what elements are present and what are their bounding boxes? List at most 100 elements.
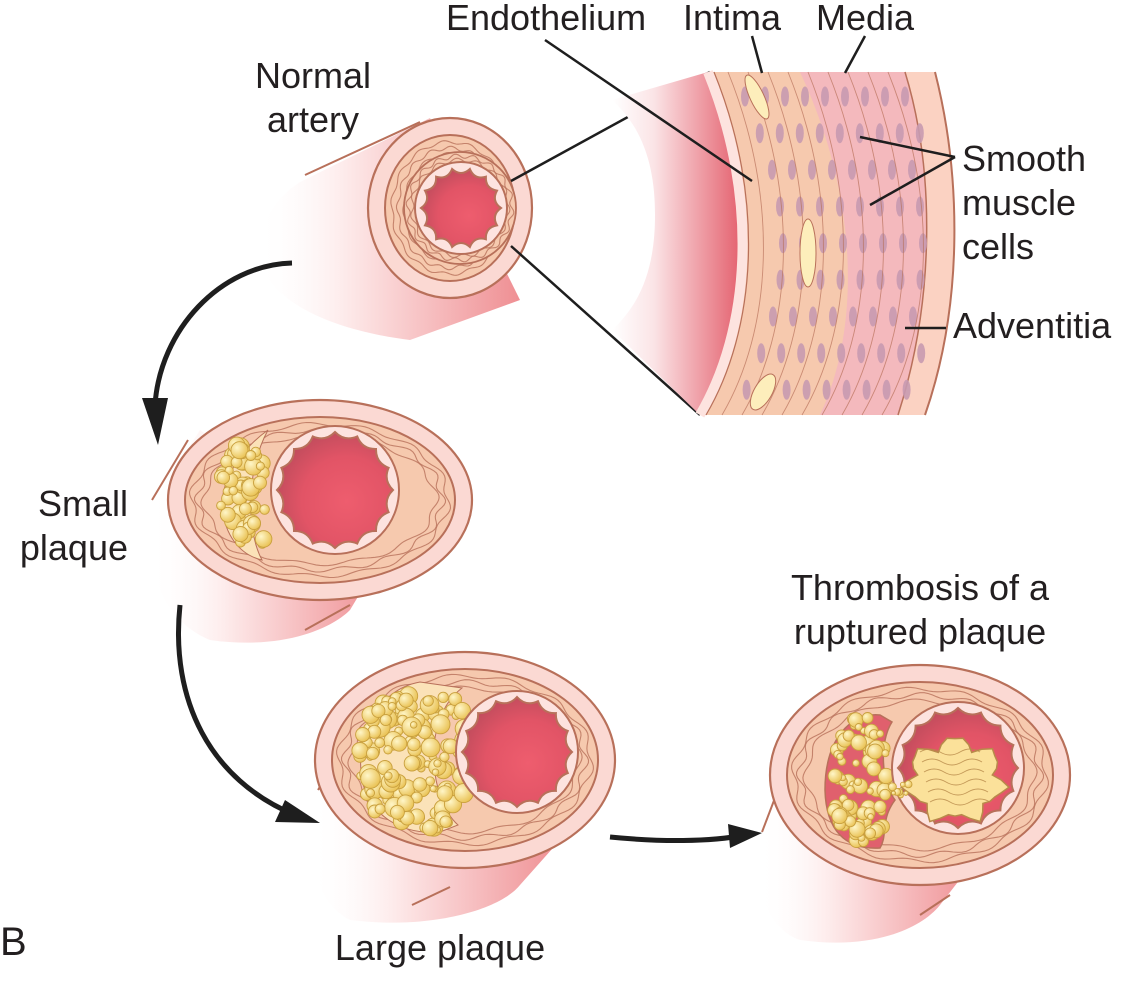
- cell-nucleus: [861, 86, 869, 107]
- lipid-globule: [245, 450, 257, 461]
- cell-nucleus: [856, 196, 864, 217]
- zoom-line-bottom: [510, 245, 701, 416]
- label-normal-artery: Normal artery: [238, 54, 388, 142]
- cell-nucleus: [916, 269, 925, 290]
- lipid-globule: [259, 504, 270, 515]
- cell-boundary: [861, 71, 904, 416]
- leader-media: [843, 35, 867, 74]
- lipid-globule: [387, 701, 397, 711]
- label-line: Small: [37, 483, 128, 524]
- lipid-globule: [374, 737, 386, 749]
- lipid-globule: [365, 788, 376, 798]
- cell-nucleus: [869, 306, 877, 327]
- lipid-globule: [228, 485, 239, 496]
- arrow-normal-to-small: [142, 260, 293, 445]
- label-line: Large plaque: [334, 927, 546, 968]
- cell-nucleus: [881, 86, 889, 107]
- cell-nucleus: [855, 123, 864, 144]
- lipid-globule: [867, 743, 884, 760]
- cell-nucleus: [821, 86, 829, 107]
- cell-nucleus: [909, 306, 917, 327]
- lipid-globule: [850, 734, 867, 751]
- label-line: plaque: [19, 527, 128, 568]
- cell-nucleus: [742, 379, 751, 400]
- label-line: artery: [266, 99, 360, 140]
- leader-intima: [750, 35, 764, 74]
- tube-edge: [919, 894, 951, 916]
- elastic-fiber: [390, 140, 510, 276]
- thrombus-fold: [923, 768, 985, 776]
- lipid-globule: [852, 759, 860, 767]
- cell-nucleus: [776, 196, 784, 217]
- zoom-endothelium-edge: [705, 71, 750, 416]
- arrow-large-to-thrombosis: [609, 824, 762, 848]
- label-adventitia: Adventitia: [953, 305, 1112, 346]
- cell-nucleus: [808, 159, 816, 180]
- label-intima: Intima: [683, 0, 782, 38]
- large-plaque-section: [313, 650, 617, 870]
- foam-cell: [744, 74, 770, 120]
- foam-cell: [799, 218, 817, 288]
- zoom-endothelium: [695, 70, 748, 418]
- lipid-globule: [254, 530, 273, 548]
- lipid-globule: [420, 737, 441, 758]
- lipid-globule: [827, 768, 843, 784]
- cell-nucleus: [809, 306, 817, 327]
- cell-nucleus: [802, 379, 811, 400]
- lipid-globule: [873, 800, 887, 814]
- label-small-plaque: Small plaque: [0, 482, 128, 570]
- cell-nucleus: [857, 343, 866, 364]
- lipid-globule: [371, 703, 386, 718]
- lipid-globule: [247, 516, 261, 531]
- label-endothelium: Endothelium: [446, 0, 647, 38]
- arrowhead-icon: [728, 824, 762, 848]
- cell-boundary: [841, 71, 884, 416]
- tube-edge: [304, 121, 421, 176]
- cell-nucleus: [755, 123, 764, 144]
- cell-nucleus: [796, 196, 804, 217]
- cell-nucleus: [888, 159, 896, 180]
- cell-nucleus: [817, 343, 826, 364]
- lipid-globule: [887, 782, 897, 792]
- lipid-globule: [853, 777, 863, 787]
- lipid-globule: [861, 712, 874, 724]
- zoom-outer-edge: [924, 71, 956, 416]
- lipid-globule: [398, 692, 414, 708]
- lipid-globule: [238, 502, 252, 516]
- elastic-fiber: [193, 427, 447, 573]
- lipid-globule: [219, 506, 236, 523]
- lipid-globule: [904, 780, 913, 789]
- lipid-globule: [216, 470, 231, 485]
- cell-nucleus: [788, 159, 796, 180]
- cell-nucleus: [916, 196, 924, 217]
- lipid-globule: [854, 723, 863, 731]
- lipid-globule: [351, 742, 369, 760]
- lipid-globule: [360, 768, 381, 789]
- cell-nucleus: [896, 269, 905, 290]
- cell-nucleus: [882, 379, 891, 400]
- small-plaque-section: [166, 398, 474, 602]
- cell-nucleus: [895, 123, 904, 144]
- lipid-globule: [253, 475, 267, 490]
- lipid-globule: [409, 721, 418, 729]
- cell-nucleus: [868, 159, 876, 180]
- cell-boundary: [821, 71, 864, 416]
- cell-boundary: [781, 71, 824, 416]
- cell-nucleus: [757, 343, 766, 364]
- leader-smooth-muscle-2: [869, 155, 956, 207]
- cell-nucleus: [795, 123, 804, 144]
- lipid-globule: [453, 701, 471, 720]
- label-line: Smooth: [962, 138, 1087, 179]
- cell-nucleus: [769, 306, 777, 327]
- cell-nucleus: [896, 196, 904, 217]
- lipid-globule: [403, 755, 421, 772]
- elastic-fiber: [791, 686, 1049, 864]
- cell-nucleus: [815, 123, 824, 144]
- arrow-shaft: [176, 604, 296, 818]
- lipid-globule: [429, 785, 437, 793]
- cell-nucleus: [836, 196, 844, 217]
- cell-nucleus: [829, 306, 837, 327]
- lipid-globule: [879, 788, 891, 801]
- label-line: Normal: [254, 55, 371, 96]
